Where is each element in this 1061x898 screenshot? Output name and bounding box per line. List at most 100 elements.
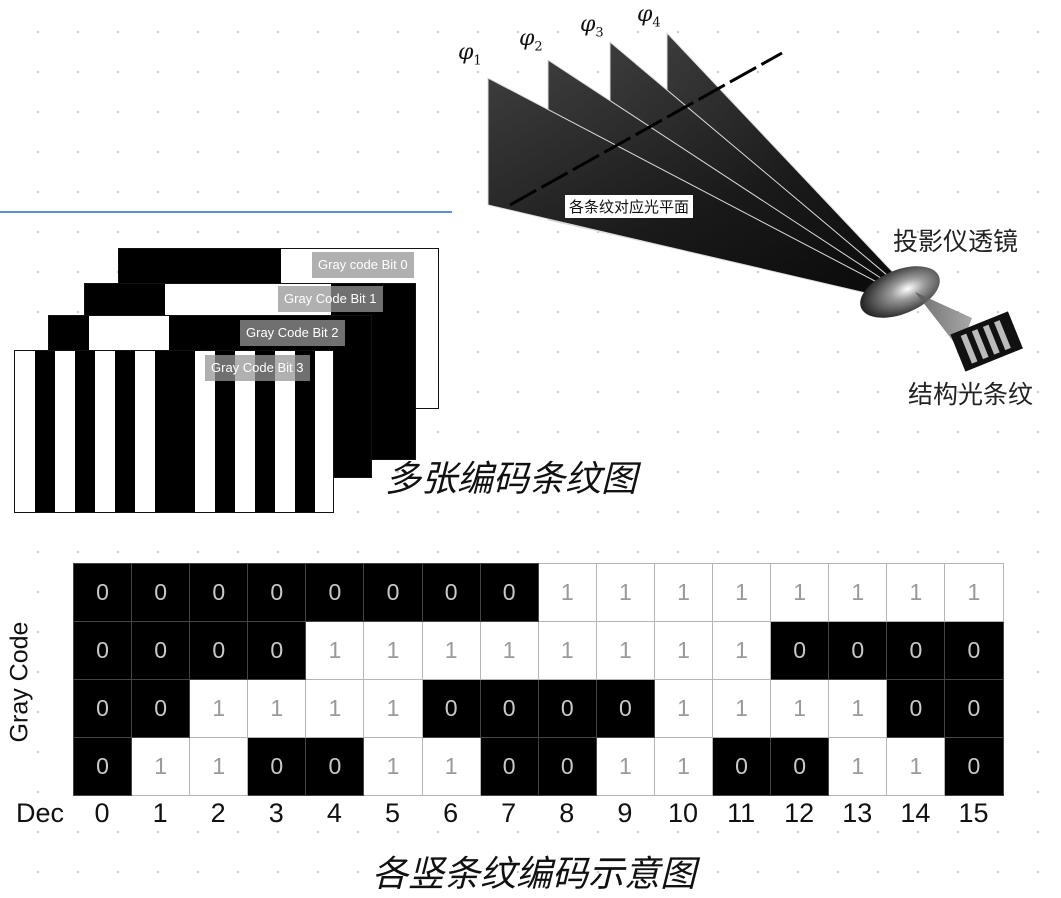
gray-code-cell: 1 bbox=[653, 737, 714, 796]
gray-code-axis-label: Gray Code bbox=[5, 621, 34, 743]
gray-code-cell: 0 bbox=[72, 563, 133, 622]
gray-code-cell: 0 bbox=[944, 621, 1004, 680]
bit-label-3: Gray Code Bit 3 bbox=[205, 355, 310, 381]
gray-code-cell: 0 bbox=[421, 563, 481, 622]
gray-code-cell: 0 bbox=[131, 563, 191, 622]
front-pattern-stripe bbox=[75, 351, 96, 512]
gray-code-cell: 1 bbox=[770, 679, 830, 738]
gray-code-cell: 0 bbox=[305, 563, 365, 622]
gray-code-cell: 0 bbox=[189, 563, 249, 622]
gray-code-cell: 1 bbox=[712, 563, 772, 622]
dec-number: 7 bbox=[501, 798, 517, 828]
gray-code-cell: 1 bbox=[189, 679, 249, 738]
gray-code-cell: 1 bbox=[537, 621, 597, 680]
gray-code-cell: 0 bbox=[131, 679, 191, 738]
bit-label-0: Gray code Bit 0 bbox=[312, 252, 414, 278]
gray-code-cell: 1 bbox=[479, 621, 539, 680]
dec-number: 13 bbox=[842, 798, 873, 828]
front-pattern-stripe bbox=[95, 351, 116, 512]
gray-code-cell: 0 bbox=[770, 621, 830, 680]
dec-number: 12 bbox=[784, 798, 815, 828]
gray-code-cell: 1 bbox=[131, 737, 191, 796]
front-pattern-stripe bbox=[275, 351, 296, 512]
gray-code-cell: 1 bbox=[886, 563, 946, 622]
projector-light-planes-figure bbox=[487, 31, 1023, 372]
gray-code-cell: 1 bbox=[770, 563, 830, 622]
gray-code-cell: 1 bbox=[305, 679, 365, 738]
front-pattern-stripe bbox=[115, 351, 136, 512]
gray-code-cell: 0 bbox=[770, 737, 830, 796]
dec-number: 14 bbox=[900, 798, 931, 828]
front-pattern-stripe bbox=[155, 351, 176, 512]
gray-code-cell: 1 bbox=[595, 737, 655, 796]
gray-code-cell: 1 bbox=[653, 679, 714, 738]
dec-number: 5 bbox=[384, 798, 401, 828]
gray-code-cell: 0 bbox=[479, 563, 539, 622]
gray-code-cell: 0 bbox=[479, 679, 539, 738]
dec-number: 9 bbox=[617, 798, 633, 828]
gray-code-cell: 1 bbox=[189, 737, 249, 796]
gray-code-cell: 1 bbox=[944, 563, 1004, 622]
gray-code-cell: 1 bbox=[247, 679, 307, 738]
front-pattern-stripe bbox=[175, 351, 196, 512]
dec-number: 0 bbox=[94, 798, 110, 828]
structured-light-label: 结构光条纹 bbox=[908, 380, 1034, 409]
phi-label-4: φ4 bbox=[637, 2, 661, 31]
gray-code-cell: 1 bbox=[537, 563, 597, 622]
light-planes-label: 各条纹对应光平面 bbox=[565, 195, 694, 218]
projector-lens-label: 投影仪透镜 bbox=[893, 227, 1019, 256]
gray-code-cell: 0 bbox=[72, 679, 133, 738]
dec-number: 3 bbox=[268, 798, 284, 828]
front-pattern-stripe bbox=[235, 351, 256, 512]
gray-code-cell: 0 bbox=[131, 621, 191, 680]
front-pattern-stripe bbox=[35, 351, 56, 512]
front-pattern-stripe bbox=[15, 351, 36, 512]
gray-code-cell: 0 bbox=[712, 737, 772, 796]
gray-code-cell: 0 bbox=[537, 737, 597, 796]
gray-code-cell: 0 bbox=[189, 621, 249, 680]
front-pattern-stripe bbox=[215, 351, 236, 512]
gray-code-cell: 0 bbox=[421, 679, 481, 738]
dec-axis-label: Dec bbox=[16, 798, 65, 828]
dec-number: 1 bbox=[152, 798, 168, 828]
phi-label-1: φ1 bbox=[458, 40, 482, 69]
front-pattern-stripe bbox=[135, 351, 156, 512]
phi-label-2: φ2 bbox=[519, 26, 543, 55]
dec-number: 4 bbox=[326, 798, 342, 828]
gray-code-cell: 1 bbox=[712, 679, 772, 738]
dec-number: 6 bbox=[443, 798, 459, 828]
gray-code-cell: 1 bbox=[828, 737, 888, 796]
gray-code-cell: 1 bbox=[421, 621, 481, 680]
front-pattern-stripe bbox=[315, 351, 333, 512]
gray-code-cell: 1 bbox=[595, 563, 655, 622]
gray-code-cell: 0 bbox=[944, 679, 1004, 738]
gray-code-cell: 0 bbox=[72, 737, 133, 796]
gray-code-cell: 1 bbox=[712, 621, 772, 680]
dec-number: 10 bbox=[667, 798, 699, 828]
gray-code-cell: 1 bbox=[595, 621, 655, 680]
gray-code-cell: 1 bbox=[828, 563, 888, 622]
gray-code-cell: 0 bbox=[247, 737, 307, 796]
gray-code-cell: 1 bbox=[421, 737, 481, 796]
plane-axis-line bbox=[509, 51, 783, 207]
gray-code-cell: 0 bbox=[886, 679, 946, 738]
projector-lens bbox=[860, 266, 940, 318]
phi-label-3: φ3 bbox=[580, 12, 604, 41]
bit-label-1: Gray Code Bit 1 bbox=[278, 286, 383, 312]
gray-code-cell: 1 bbox=[653, 563, 714, 622]
gray-code-cell: 1 bbox=[886, 737, 946, 796]
gray-code-cell: 1 bbox=[363, 621, 423, 680]
gray-code-cell: 1 bbox=[305, 621, 365, 680]
gray-code-cell: 0 bbox=[247, 563, 307, 622]
gray-code-caption: 各竖条纹编码示意图 bbox=[372, 854, 697, 895]
gray-code-cell: 0 bbox=[305, 737, 365, 796]
gray-code-cell: 1 bbox=[363, 679, 423, 738]
gray-code-cell: 0 bbox=[72, 621, 133, 680]
stacked-patterns-caption: 多张编码条纹图 bbox=[385, 459, 638, 500]
pattern-card-bit-3 bbox=[14, 350, 334, 513]
structured-light-pattern bbox=[950, 311, 1023, 372]
